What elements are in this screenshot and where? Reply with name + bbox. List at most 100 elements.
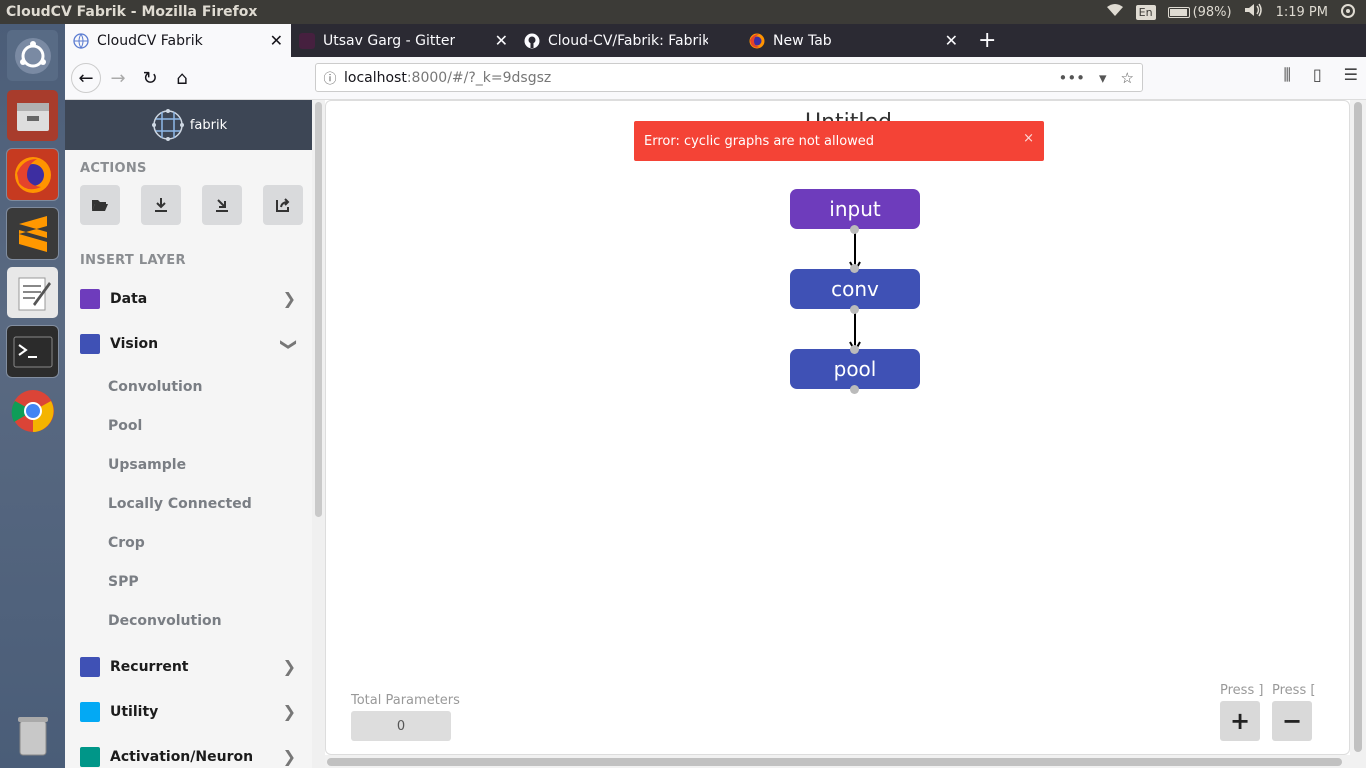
tab-new-tab[interactable]: New Tab ✕	[741, 24, 966, 57]
fabrik-sidebar: fabrik ACTIONS INSERT LAYER Data ❯ Visio…	[65, 100, 312, 768]
open-folder-button[interactable]	[80, 185, 120, 225]
error-message: Error: cyclic graphs are not allowed	[644, 133, 875, 149]
gitter-favicon-icon	[299, 32, 315, 49]
forward-arrow-icon[interactable]: →	[110, 67, 126, 89]
node-label: pool	[833, 357, 877, 381]
vertical-scrollbar-thumb[interactable]	[1354, 102, 1362, 752]
category-color-swatch	[80, 656, 100, 677]
unity-launcher	[0, 24, 65, 768]
network-canvas[interactable]: Untitled Error: cyclic graphs are not al…	[325, 100, 1366, 768]
zoom-in-hint: Press ]	[1220, 683, 1264, 698]
ubuntu-dash-icon[interactable]	[7, 30, 58, 81]
layer-item-convolution[interactable]: Convolution	[108, 378, 203, 395]
category-label: Data	[110, 290, 148, 307]
layer-node-input[interactable]: input	[790, 189, 920, 229]
tab-label: Cloud-CV/Fabrik: Fabrik -	[548, 32, 708, 49]
input-port[interactable]	[850, 264, 859, 273]
canvas-horizontal-scrollbar[interactable]	[325, 755, 1350, 768]
sidebar-toggle-icon[interactable]: ▯	[1312, 65, 1322, 84]
battery-indicator[interactable]: (98%)	[1167, 4, 1232, 20]
total-parameters-label: Total Parameters	[351, 693, 460, 708]
layer-item-locally-connected[interactable]: Locally Connected	[108, 495, 252, 512]
tab-close-icon[interactable]: ✕	[269, 31, 283, 50]
brand-name: fabrik	[189, 117, 228, 133]
share-button[interactable]	[263, 185, 303, 225]
input-port[interactable]	[850, 345, 859, 354]
pocket-icon[interactable]: ▾	[1099, 68, 1107, 87]
new-tab-plus-icon[interactable]: +	[978, 28, 997, 53]
library-icon[interactable]: ⫼	[1283, 65, 1291, 84]
canvas-vertical-scrollbar[interactable]	[1350, 100, 1366, 768]
layer-item-deconvolution[interactable]: Deconvolution	[108, 612, 222, 629]
layer-category-utility[interactable]: Utility ❯	[65, 689, 312, 734]
layer-category-vision[interactable]: Vision ❯	[65, 321, 312, 367]
category-label: Vision	[110, 336, 159, 352]
tab-cloudcv-fabrik[interactable]: CloudCV Fabrik ✕	[65, 24, 291, 57]
bookmark-star-icon[interactable]: ☆	[1120, 68, 1134, 87]
chevron-right-icon: ❯	[282, 747, 296, 766]
layer-category-activation-neuron[interactable]: Activation/Neuron ❯	[65, 734, 312, 768]
tab-gitter[interactable]: Utsav Garg - Gitter ✕	[291, 24, 516, 57]
layer-item-upsample[interactable]: Upsample	[108, 456, 187, 473]
tab-close-icon[interactable]: ✕	[494, 31, 508, 50]
layer-item-crop[interactable]: Crop	[108, 534, 145, 551]
layer-item-pool[interactable]: Pool	[108, 417, 143, 434]
import-icon	[216, 199, 228, 212]
back-arrow-icon[interactable]: ←	[71, 63, 101, 93]
layer-node-pool[interactable]: pool	[790, 349, 920, 389]
text-editor-app-icon[interactable]	[7, 267, 58, 318]
chevron-down-icon: ❯	[279, 337, 299, 351]
trash-icon[interactable]	[7, 710, 58, 761]
layer-node-conv[interactable]: conv	[790, 269, 920, 309]
page-actions-menu-icon[interactable]: •••	[1058, 68, 1086, 87]
tab-close-icon[interactable]: ✕	[944, 31, 958, 50]
chevron-right-icon: ❯	[282, 289, 296, 308]
volume-icon[interactable]	[1244, 3, 1264, 21]
firefox-app-icon[interactable]	[7, 149, 58, 200]
layer-item-spp[interactable]: SPP	[108, 573, 139, 590]
battery-percent: (98%)	[1192, 4, 1232, 20]
keyboard-language-indicator[interactable]: En	[1135, 4, 1156, 20]
wifi-icon[interactable]	[1106, 3, 1124, 21]
layer-category-data[interactable]: Data ❯	[65, 276, 312, 321]
zoom-in-button[interactable]: +	[1220, 701, 1260, 741]
export-icon	[155, 198, 167, 212]
hamburger-menu-icon[interactable]: ☰	[1343, 65, 1358, 84]
share-icon	[276, 198, 290, 212]
files-app-icon[interactable]	[7, 90, 58, 141]
site-info-icon[interactable]: ⓘ	[323, 72, 337, 87]
terminal-app-icon[interactable]	[7, 326, 58, 377]
reload-icon[interactable]: ↻	[142, 67, 158, 89]
sidebar-scrollbar-thumb[interactable]	[315, 102, 322, 517]
window-title: CloudCV Fabrik - Mozilla Firefox	[6, 4, 258, 20]
insert-layer-section-title: INSERT LAYER	[80, 253, 186, 268]
total-parameters-value: 0	[351, 711, 451, 741]
url-text[interactable]: localhost:8000/#/?_k=9dsgsz	[344, 70, 551, 86]
firefox-favicon-icon	[749, 33, 765, 49]
tab-label: CloudCV Fabrik	[97, 32, 203, 49]
category-label: Activation/Neuron	[110, 748, 254, 765]
system-top-bar: CloudCV Fabrik - Mozilla Firefox En (98%…	[0, 0, 1366, 24]
error-close-icon[interactable]: ×	[1023, 131, 1034, 146]
chrome-app-icon[interactable]	[7, 385, 58, 436]
tab-github-fabrik[interactable]: Cloud-CV/Fabrik: Fabrik -	[516, 24, 741, 57]
url-bar[interactable]: ⓘ localhost:8000/#/?_k=9dsgsz ••• ▾ ☆	[315, 63, 1143, 92]
chevron-right-icon: ❯	[282, 657, 296, 676]
category-color-swatch	[80, 288, 100, 309]
export-button[interactable]	[141, 185, 181, 225]
sidebar-scrollbar[interactable]	[312, 100, 325, 768]
battery-icon	[1167, 6, 1190, 18]
output-port[interactable]	[850, 305, 859, 314]
output-port[interactable]	[850, 225, 859, 234]
horizontal-scrollbar-thumb[interactable]	[327, 758, 1342, 766]
clock[interactable]: 1:19 PM	[1275, 4, 1328, 20]
error-alert: Error: cyclic graphs are not allowed ×	[634, 121, 1044, 161]
zoom-out-button[interactable]: −	[1272, 701, 1312, 741]
home-icon[interactable]: ⌂	[176, 67, 188, 89]
output-port[interactable]	[850, 385, 859, 394]
sublime-text-app-icon[interactable]	[7, 208, 58, 259]
import-button[interactable]	[202, 185, 242, 225]
settings-gear-icon[interactable]	[1340, 3, 1356, 23]
fabrik-logo[interactable]: fabrik	[65, 100, 312, 150]
layer-category-recurrent[interactable]: Recurrent ❯	[65, 644, 312, 689]
